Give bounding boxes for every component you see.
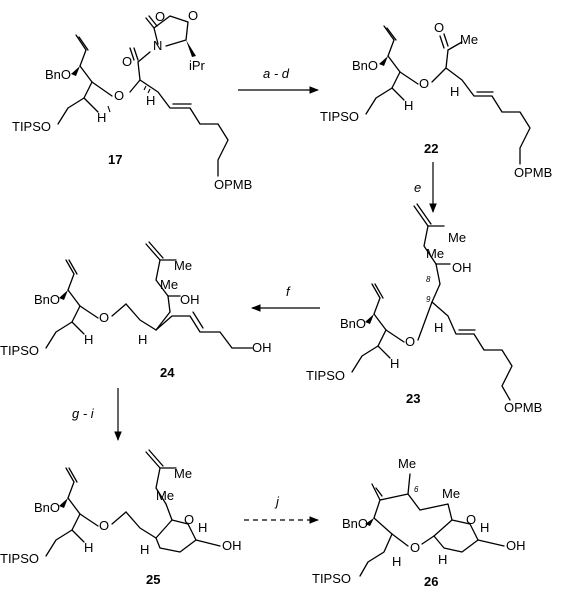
c22-compound-number: 22 (424, 141, 438, 156)
arrow-step-j: j (244, 494, 319, 524)
compound-24: Me Me OH BnO O H H TIPSO OH 24 (0, 241, 272, 380)
c26-compound-number: 26 (424, 574, 438, 589)
c23-compound-number: 23 (406, 391, 420, 406)
c17-ring-oxygen: O (188, 8, 198, 23)
c26-bno: BnO (342, 516, 368, 531)
c24-h: H (84, 332, 93, 347)
c25-methyl: Me (156, 488, 174, 503)
c24-compound-number: 24 (160, 365, 175, 380)
reagent-step-j: j (274, 494, 280, 509)
c23-h2: H (434, 320, 443, 335)
c22-opmb: OPMB (514, 165, 552, 180)
c24-methyl: Me (160, 277, 178, 292)
compound-17: O O N iPr O BnO O H H TIPSO OPMB 17 (12, 8, 252, 192)
c23-tipso: TIPSO (306, 368, 345, 383)
arrow-step-g-i: g - i (72, 388, 122, 441)
compound-26: Me 6 Me BnO O H O H H TIPSO OH 26 (312, 456, 526, 589)
c22-ether-oxygen: O (419, 76, 429, 91)
reagent-step-a-d: a - d (263, 66, 290, 81)
c26-methyl: Me (442, 486, 460, 501)
c25-hydroxyl: OH (222, 538, 242, 553)
c23-opmb: OPMB (504, 400, 542, 415)
c26-ring-oxygen: O (410, 540, 420, 555)
c26-c6-locant: 6 (414, 485, 419, 494)
c17-bno: BnO (45, 67, 71, 82)
c25-ether-oxygen: O (99, 518, 109, 533)
c23-ether-oxygen: O (405, 334, 415, 349)
c24-h2: H (138, 332, 147, 347)
c26-methyl-left: Me (398, 456, 416, 471)
c17-ether-oxygen: O (114, 88, 124, 103)
c22-h: H (404, 98, 413, 113)
c26-hydroxyl: OH (506, 538, 526, 553)
c26-h: H (480, 520, 489, 535)
c23-hydroxyl: OH (452, 260, 472, 275)
arrow-step-e: e (414, 162, 437, 213)
c23-bno: BnO (340, 316, 366, 331)
c24-terminal-hydroxyl: OH (252, 340, 272, 355)
c26-h2: H (392, 554, 401, 569)
c25-bno: BnO (34, 500, 60, 515)
reagent-step-e: e (414, 180, 421, 195)
c17-carbonyl-oxygen: O (155, 9, 165, 24)
c24-hydroxyl: OH (180, 292, 200, 307)
c25-h2: H (84, 540, 93, 555)
c17-opmb: OPMB (214, 177, 252, 192)
c26-h3: H (438, 552, 447, 567)
c17-amide-oxygen: O (122, 54, 132, 69)
c23-methyl: Me (426, 246, 444, 261)
c22-methyl: Me (460, 32, 478, 47)
compound-23: Me OH Me 8 9 BnO O H H TIPSO OPMB 23 (306, 203, 542, 415)
reagent-step-f: f (286, 284, 291, 299)
c24-bno: BnO (34, 292, 60, 307)
c17-h: H (97, 110, 106, 125)
c25-methyl-top: Me (174, 466, 192, 481)
c22-tipso: TIPSO (320, 109, 359, 124)
c17-h2: H (146, 93, 155, 108)
c17-isopropyl: iPr (189, 58, 206, 73)
c23-c9-locant: 9 (426, 295, 431, 304)
c17-compound-number: 17 (108, 152, 122, 167)
arrow-step-f: f (251, 284, 320, 312)
c17-nitrogen: N (153, 38, 162, 53)
c25-h3: H (140, 542, 149, 557)
c24-ether-oxygen: O (99, 310, 109, 325)
c24-tipso: TIPSO (0, 343, 39, 358)
c25-tipso: TIPSO (0, 551, 39, 566)
c22-ketone-oxygen: O (434, 20, 444, 35)
c26-thf-oxygen: O (466, 512, 476, 527)
reagent-step-g-i: g - i (72, 406, 95, 421)
compound-25: Me Me O H BnO O H H TIPSO OH 25 (0, 449, 242, 587)
c17-tipso: TIPSO (12, 119, 51, 134)
c23-methyl-top: Me (448, 230, 466, 245)
c25-h: H (198, 520, 207, 535)
c22-h2: H (450, 84, 459, 99)
c23-c8-locant: 8 (426, 275, 431, 284)
c25-compound-number: 25 (146, 572, 160, 587)
c26-tipso: TIPSO (312, 571, 351, 586)
c23-h: H (390, 356, 399, 371)
compound-22: O Me BnO O H H TIPSO OPMB 22 (320, 20, 552, 180)
c24-methyl-top: Me (174, 258, 192, 273)
c22-bno: BnO (352, 58, 378, 73)
c25-thf-oxygen: O (184, 512, 194, 527)
arrow-step-a-d: a - d (238, 66, 319, 94)
